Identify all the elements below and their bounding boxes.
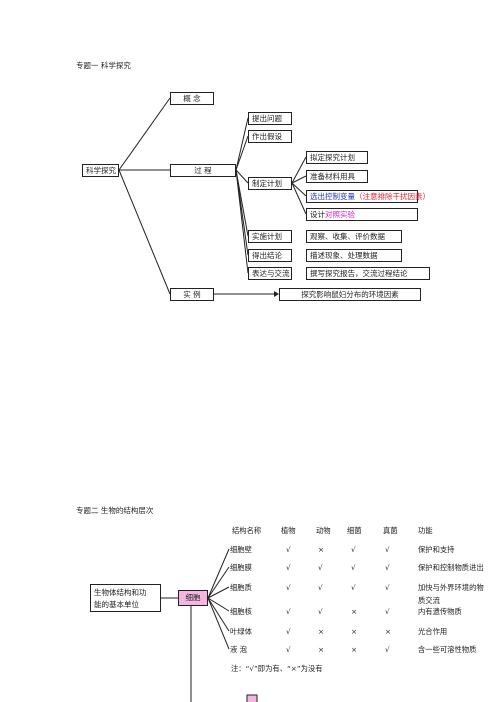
control-variable-text: 选出控制变量 bbox=[310, 192, 355, 201]
concept-node: 概 念 bbox=[170, 92, 214, 105]
plan-item-design: 设计对照实验 bbox=[306, 208, 418, 221]
cell-value: √ bbox=[351, 545, 356, 554]
step-question: 提出问题 bbox=[248, 112, 292, 125]
cell-value: √ bbox=[286, 627, 291, 636]
row-function: 保护和控制物质进出 bbox=[418, 563, 484, 572]
design-text: 设计 bbox=[310, 210, 325, 219]
cell-value: × bbox=[351, 607, 358, 616]
cell-value: √ bbox=[318, 563, 323, 572]
plan-item-materials: 准备材料用具 bbox=[306, 170, 368, 183]
cell-value: × bbox=[351, 627, 358, 636]
header-animal: 动物 bbox=[316, 526, 331, 535]
topic2-title: 专题二 生物的结构层次 bbox=[76, 506, 154, 515]
row-name: 叶绿体 bbox=[230, 627, 252, 636]
cell-value: √ bbox=[286, 607, 291, 616]
step-plan: 制定计划 bbox=[248, 177, 292, 190]
control-note-text: （注意排除干扰因素） bbox=[355, 192, 430, 201]
unit-line-2: 能的基本单位 bbox=[94, 600, 139, 609]
cell-value: √ bbox=[286, 645, 291, 654]
unit-line-1: 生物体结构和功 bbox=[94, 588, 147, 597]
process-node: 过 程 bbox=[170, 164, 236, 177]
cell-value: √ bbox=[318, 583, 323, 592]
cell-value: √ bbox=[385, 645, 390, 654]
root-node: 科学探究 bbox=[82, 164, 119, 177]
cell-value: √ bbox=[351, 563, 356, 572]
row-function: 内有遗传物质 bbox=[418, 607, 462, 616]
example-detail: 探究影响鼠妇分布的环境因素 bbox=[279, 288, 421, 301]
row-function-cont: 质交流 bbox=[418, 596, 440, 605]
step-conclusion: 得出结论 bbox=[248, 249, 292, 262]
cell-value: √ bbox=[385, 563, 390, 572]
cell-value: √ bbox=[318, 607, 323, 616]
header-bacteria: 细菌 bbox=[347, 526, 362, 535]
unit-node: 生物体结构和功 能的基本单位 bbox=[90, 584, 161, 612]
table-note: 注：“√”即为有、“×”为没有 bbox=[231, 664, 323, 673]
topic1-title: 专题一 科学探究 bbox=[76, 61, 131, 70]
row-function: 保护和支持 bbox=[418, 545, 455, 554]
implement-detail: 观察、收集、评价数据 bbox=[306, 230, 402, 243]
plan-item-control: 选出控制变量（注意排除干扰因素） bbox=[306, 190, 430, 203]
express-detail: 撰写探究报告，交流过程结论 bbox=[306, 267, 430, 280]
cell-value: √ bbox=[286, 583, 291, 592]
example-node: 实 例 bbox=[170, 288, 214, 301]
step-express: 表达与交流 bbox=[248, 267, 292, 280]
row-name: 液 泡 bbox=[230, 645, 247, 654]
cell-value: √ bbox=[385, 583, 390, 592]
cell-node: 细胞 bbox=[178, 590, 208, 606]
cell-value: √ bbox=[385, 607, 390, 616]
row-function: 含一些可溶性物质 bbox=[418, 645, 477, 654]
cell-value: × bbox=[318, 627, 325, 636]
row-name: 细胞膜 bbox=[230, 563, 252, 572]
cell-value: × bbox=[318, 645, 325, 654]
step-hypothesis: 作出假设 bbox=[248, 130, 292, 143]
row-name: 细胞核 bbox=[230, 607, 252, 616]
cell-value: √ bbox=[351, 583, 356, 592]
row-name: 细胞壁 bbox=[230, 545, 252, 554]
cell-value: × bbox=[318, 545, 325, 554]
header-plant: 植物 bbox=[281, 526, 296, 535]
cell-value: √ bbox=[286, 545, 291, 554]
row-name: 细胞质 bbox=[230, 583, 252, 592]
header-fungi: 真菌 bbox=[383, 526, 398, 535]
control-experiment-text: 对照实验 bbox=[325, 210, 355, 219]
cell-value: √ bbox=[286, 563, 291, 572]
header-structure: 结构名称 bbox=[232, 526, 262, 535]
cell-value: √ bbox=[385, 545, 390, 554]
row-function: 光合作用 bbox=[418, 627, 448, 636]
conclusion-detail: 描述现象、处理数据 bbox=[306, 249, 402, 262]
cell-value: × bbox=[385, 627, 392, 636]
step-implement: 实施计划 bbox=[248, 230, 292, 243]
plan-item-draft: 拟定探究计划 bbox=[306, 151, 368, 164]
cell-value: × bbox=[351, 645, 358, 654]
row-function: 加快与外界环境的物 bbox=[418, 583, 484, 592]
header-function: 功能 bbox=[418, 526, 433, 535]
